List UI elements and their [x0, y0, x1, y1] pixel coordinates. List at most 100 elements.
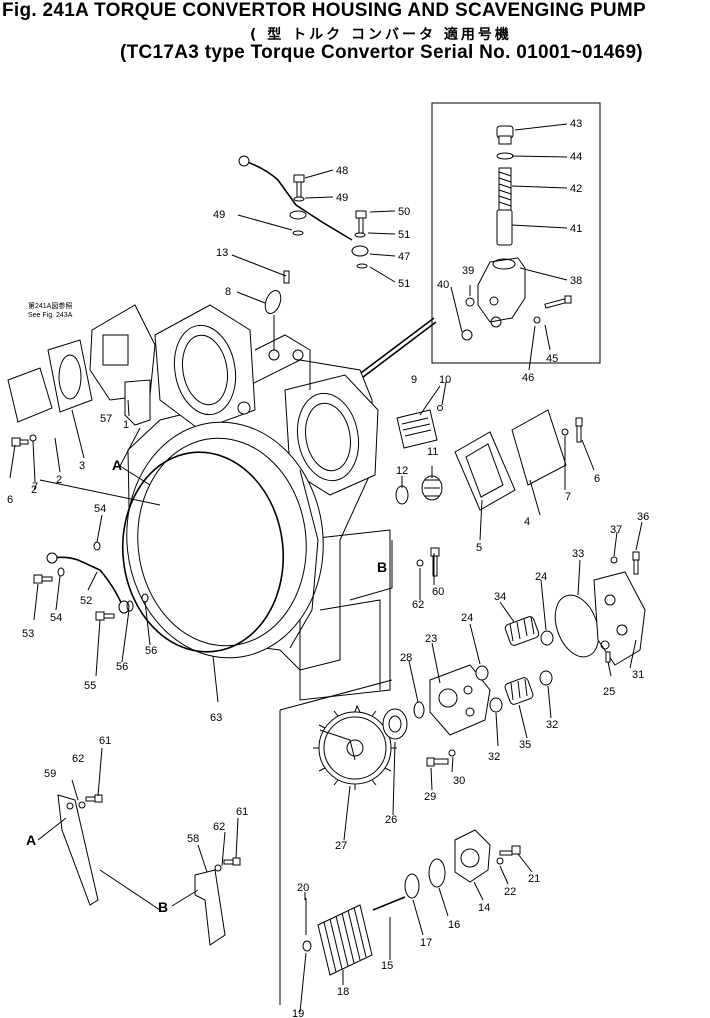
callout-25: 25	[603, 686, 615, 698]
view-marker-b: B	[377, 559, 387, 575]
part-31-pump-cover	[593, 571, 646, 666]
callout-33: 33	[572, 548, 584, 560]
callout-49-right: 49	[336, 192, 348, 204]
callout-47: 47	[398, 251, 410, 263]
part-49-gasket-upper	[293, 196, 305, 202]
callout-55: 55	[84, 680, 96, 692]
part-38-valve-body	[477, 257, 526, 328]
part-61-bolt-b	[223, 857, 241, 866]
callout-2: 2	[31, 484, 37, 496]
callout-30: 30	[453, 775, 465, 787]
callout-54-a: 54	[94, 503, 106, 515]
assembly-guide-lines	[39, 479, 393, 1005]
callout-20: 20	[297, 882, 309, 894]
part-30-washer	[448, 749, 456, 757]
callout-31: 31	[632, 669, 644, 681]
part-42-spring	[498, 167, 512, 211]
view-marker-a: A	[112, 457, 122, 473]
part-6-bolt-left	[11, 437, 29, 447]
reference-note-english: See Fig. 243A	[28, 312, 73, 319]
callout-22: 22	[504, 886, 516, 898]
callout-1: 1	[123, 419, 129, 431]
callout-46: 46	[522, 372, 534, 384]
callout-51-b: 51	[398, 278, 410, 290]
part-19-nut	[302, 940, 312, 952]
part-51-gasket-lower	[356, 263, 368, 269]
part-33-o-ring	[554, 594, 600, 658]
callout-2b: 2	[56, 474, 62, 486]
callout-24-b: 24	[535, 571, 547, 583]
part-7-washer-right	[561, 428, 569, 436]
callout-26: 26	[385, 814, 397, 826]
part-17-gasket	[404, 873, 420, 899]
part-32-bushing-b	[539, 670, 553, 686]
view-marker-b-bracket: B	[158, 899, 168, 915]
callout-50: 50	[398, 206, 410, 218]
callout-38: 38	[570, 275, 582, 287]
part-61-bolt-a	[85, 794, 103, 803]
callout-14: 14	[478, 902, 490, 914]
callout-34: 34	[494, 591, 506, 603]
part-41-piston	[496, 209, 513, 246]
part-4-cover	[511, 409, 567, 486]
figure-subtitle-japanese: ( 型 トルク コンバータ 適用号機	[250, 27, 512, 43]
callout-19: 19	[292, 1008, 304, 1018]
part-45-bolt	[544, 295, 572, 309]
callout-5: 5	[476, 542, 482, 554]
callout-28: 28	[400, 652, 412, 664]
callout-6-right: 6	[594, 473, 600, 485]
part-13-plug	[283, 270, 290, 284]
part-62-washer	[416, 559, 424, 567]
part-48-bolt	[293, 174, 305, 198]
oil-pipe	[238, 155, 369, 257]
part-37-washer	[610, 556, 618, 564]
part-57-bracket	[124, 379, 151, 426]
callout-62-a: 62	[72, 753, 84, 765]
callout-49-left: 49	[213, 209, 225, 221]
callout-43: 43	[570, 118, 582, 130]
callout-41: 41	[570, 223, 582, 235]
callout-62-b: 62	[213, 821, 225, 833]
callout-17: 17	[420, 937, 432, 949]
callout-10: 10	[439, 374, 451, 386]
callout-63: 63	[210, 712, 222, 724]
callout-60: 60	[432, 586, 444, 598]
part-18-filter-element	[317, 904, 373, 976]
callout-27: 27	[335, 840, 347, 852]
part-40-o-ring	[461, 329, 473, 341]
callout-32-a: 32	[488, 751, 500, 763]
part-32-bushing-a	[489, 697, 503, 713]
part-62-washer-b	[214, 864, 222, 872]
callout-35: 35	[519, 739, 531, 751]
callout-36: 36	[637, 511, 649, 523]
part-39-o-ring	[465, 297, 475, 307]
callout-11: 11	[427, 446, 438, 458]
part-23-pump-body	[429, 664, 491, 736]
part-55-bolt	[95, 611, 115, 621]
part-62-washer-a	[78, 801, 86, 809]
callout-12: 12	[396, 465, 408, 477]
callout-58: 58	[187, 833, 199, 845]
part-49-gasket-lower	[292, 230, 304, 236]
part-15-stud	[372, 896, 406, 911]
callout-52: 52	[80, 595, 92, 607]
part-2-washer	[29, 434, 37, 442]
part-53-bolt	[33, 574, 53, 584]
callout-32-b: 32	[546, 719, 558, 731]
part-12-o-ring	[395, 485, 409, 505]
callout-9: 9	[411, 374, 417, 386]
callout-59: 59	[44, 768, 56, 780]
part-24-bushing-a	[475, 665, 489, 681]
part-6-bolt-right	[575, 417, 583, 443]
callout-24-a: 24	[461, 612, 473, 624]
part-26-bearing	[382, 708, 408, 740]
callout-21: 21	[528, 873, 540, 885]
part-52-oil-pipe	[46, 552, 130, 614]
callout-8: 8	[225, 286, 231, 298]
callout-57: 57	[100, 413, 112, 425]
callout-51-a: 51	[398, 229, 410, 241]
part-50-bolt	[355, 210, 367, 234]
part-1-cover	[7, 367, 53, 423]
callout-29: 29	[424, 791, 436, 803]
